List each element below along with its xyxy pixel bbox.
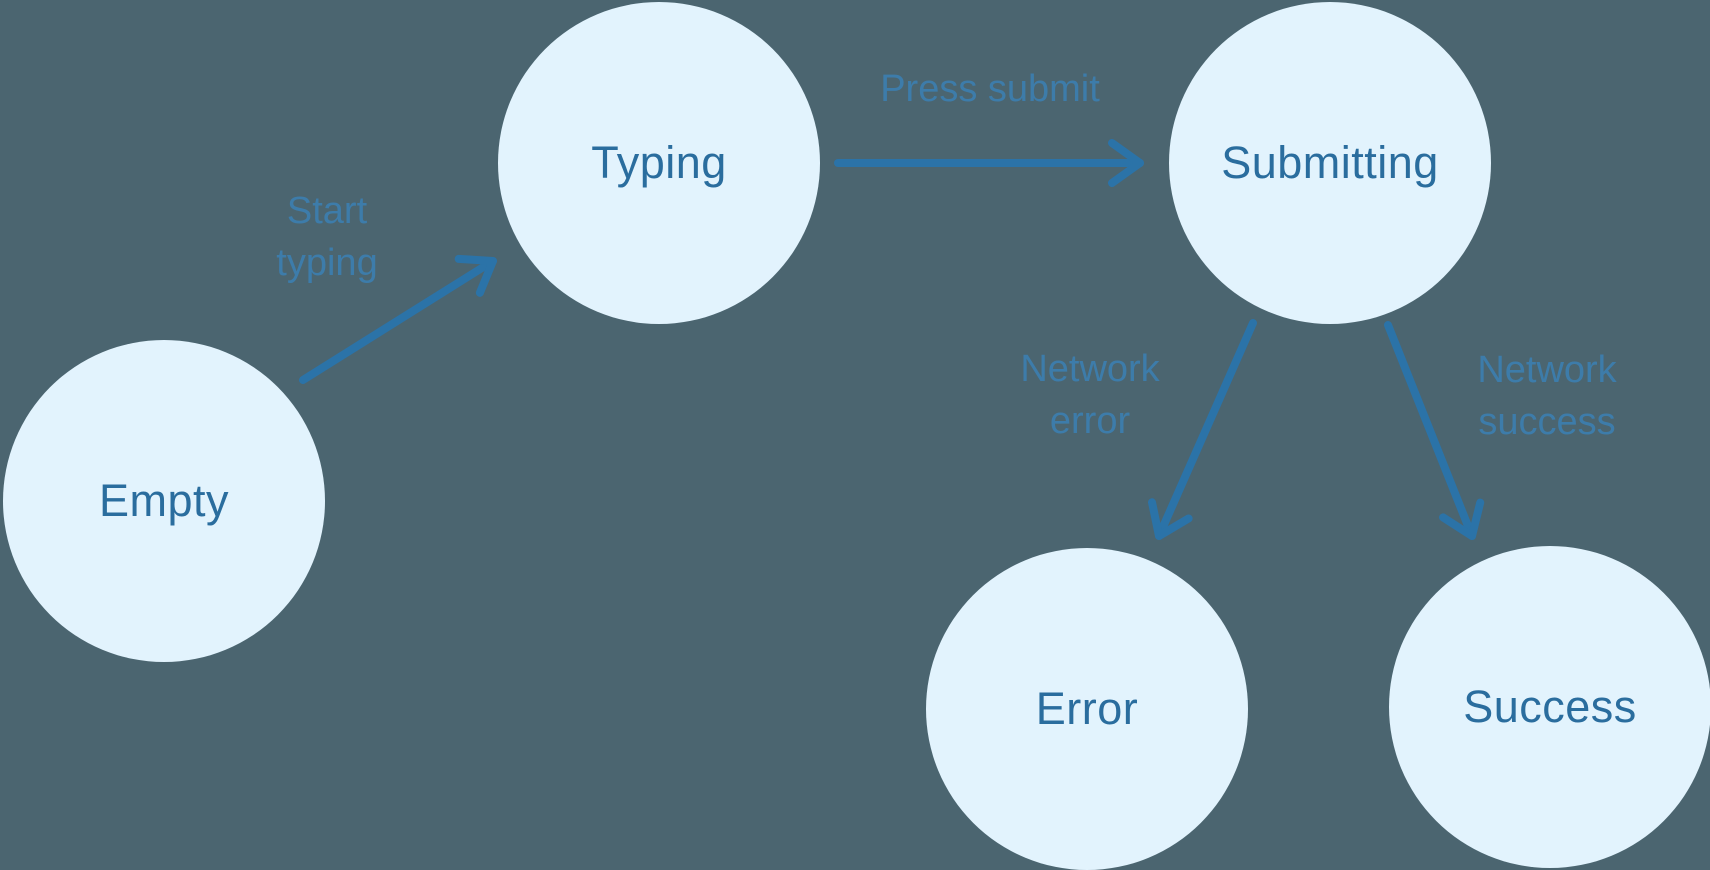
arrow-submitting-to-success	[1384, 321, 1485, 540]
transition-label-network-success: Network success	[1417, 344, 1677, 448]
transition-label-press-submit: Press submit	[830, 63, 1150, 115]
transition-label-line: Network	[1477, 349, 1617, 391]
state-node-submitting: Submitting	[1169, 2, 1491, 324]
transition-label-line: success	[1478, 401, 1616, 443]
state-label-submitting: Submitting	[1221, 137, 1439, 188]
transition-label-line: Press submit	[880, 68, 1100, 110]
transition-label-start-typing: Start typing	[207, 185, 447, 289]
state-label-typing: Typing	[591, 137, 727, 188]
state-label-empty: Empty	[98, 475, 230, 526]
state-node-success: Success	[1389, 546, 1710, 868]
transition-label-network-error: Network error	[960, 343, 1220, 447]
transition-label-line: Network	[1020, 348, 1160, 390]
arrow-submitting-to-error	[1148, 319, 1257, 540]
transition-label-line: typing	[276, 242, 378, 284]
state-label-error: Error	[1035, 683, 1139, 734]
transition-label-line: error	[1049, 400, 1131, 442]
state-node-empty: Empty	[3, 340, 325, 662]
state-label-success: Success	[1463, 681, 1637, 732]
arrow-empty-to-typing	[299, 254, 497, 384]
state-node-error: Error	[926, 548, 1248, 870]
transition-label-line: Start	[286, 190, 368, 232]
state-node-typing: Typing	[498, 2, 820, 324]
